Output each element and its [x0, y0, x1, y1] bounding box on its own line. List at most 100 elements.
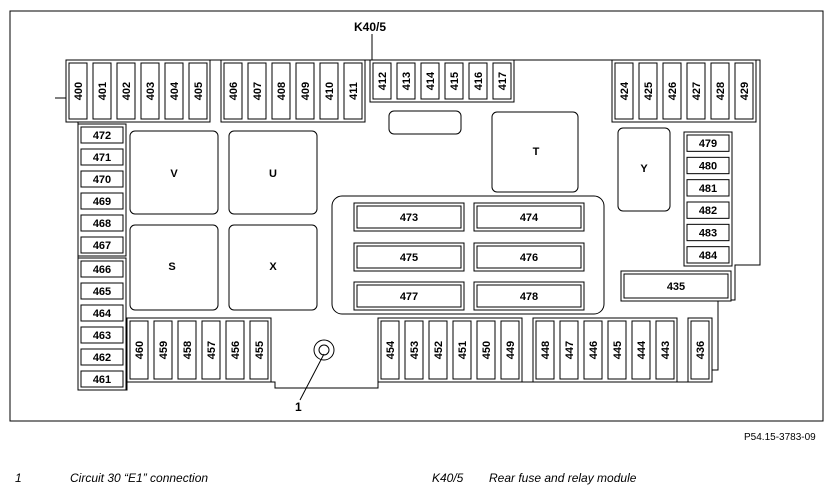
fuse-label-404: 404 [169, 81, 181, 100]
fuse-409 [295, 62, 315, 120]
fuse-482 [686, 201, 730, 219]
fuse-strip-fuses_top_mid [220, 59, 366, 123]
fuse-label-455: 455 [254, 341, 266, 359]
relay-label-477: 477 [400, 291, 418, 303]
fuse-strip-fuses_top_right [611, 59, 757, 123]
fuse-label-446: 446 [588, 341, 600, 359]
fuse-label-481: 481 [699, 183, 717, 195]
fuse-426 [662, 62, 682, 120]
fuse-469 [80, 192, 124, 210]
fuse-454 [380, 320, 400, 380]
fuse-446 [583, 320, 603, 380]
fuse-468 [80, 214, 124, 232]
figure-reference: P54.15-3783-09 [744, 432, 816, 443]
fuse-strip-fuses_top_k40 [369, 59, 515, 103]
diagram-frame [9, 10, 824, 422]
fuse-label-406: 406 [228, 82, 240, 100]
fuse-425 [638, 62, 658, 120]
fuse-464 [80, 304, 124, 322]
fuse-label-462: 462 [93, 352, 111, 364]
relay-t-label: T [533, 146, 540, 158]
fuse-404 [164, 62, 184, 120]
fuse-451 [452, 320, 472, 380]
fuse-436 [690, 320, 710, 380]
fuse-label-415: 415 [449, 72, 461, 90]
relay-label-478: 478 [520, 291, 538, 303]
fuse-label-416: 416 [473, 72, 485, 90]
relay-y [617, 127, 671, 212]
module-label: K40/5 [354, 20, 386, 34]
fuse-label-403: 403 [145, 82, 157, 100]
fuse-484 [686, 246, 730, 264]
fuse-strip-fuses_bottom_c [532, 317, 678, 383]
relay-x [228, 224, 318, 311]
fuse-label-411: 411 [348, 82, 360, 100]
fuse-447 [559, 320, 579, 380]
relay-label-476: 476 [520, 252, 538, 264]
fuse-466 [80, 260, 124, 278]
legend-key-2: K40/5 [432, 471, 464, 485]
relay-s [129, 224, 219, 311]
fuse-463 [80, 326, 124, 344]
fuse-414 [420, 62, 440, 100]
fuse-label-482: 482 [699, 205, 717, 217]
fuse-label-479: 479 [699, 138, 717, 150]
fuse-label-469: 469 [93, 196, 111, 208]
fuse-471 [80, 148, 124, 166]
fuse-405 [188, 62, 208, 120]
fuse-415 [444, 62, 464, 100]
fuse-483 [686, 223, 730, 242]
fuse-label-458: 458 [182, 341, 194, 359]
relay-inner-474 [476, 205, 582, 229]
fuse-462 [80, 348, 124, 366]
fuse-label-450: 450 [481, 341, 493, 359]
fuse-428 [710, 62, 730, 120]
fuse-label-401: 401 [97, 82, 109, 100]
fuse-label-429: 429 [739, 82, 751, 100]
fuse-label-413: 413 [401, 72, 413, 90]
fuse-label-447: 447 [564, 341, 576, 359]
fuse-label-444: 444 [636, 340, 648, 359]
fuse-408 [271, 62, 291, 120]
fuse-label-457: 457 [206, 341, 218, 359]
fuse-472 [80, 126, 124, 144]
fuse-412 [372, 62, 392, 100]
fuse-461 [80, 370, 124, 388]
fuse-445 [607, 320, 627, 380]
fuse-label-435: 435 [667, 281, 685, 293]
legend-text-2: Rear fuse and relay module [489, 471, 637, 485]
fuse-label-425: 425 [643, 82, 655, 100]
fuse-424 [614, 62, 634, 120]
fuse-417 [492, 62, 512, 100]
fuse-411 [343, 62, 363, 120]
relay-v [129, 130, 219, 215]
fuse-407 [247, 62, 267, 120]
fuse-label-452: 452 [433, 341, 445, 359]
fuse-453 [404, 320, 424, 380]
fuse-strip-fuses_bottom_a [126, 317, 272, 383]
fuse-label-467: 467 [93, 240, 111, 252]
relay-x-label: X [269, 261, 277, 273]
fuse-460 [129, 320, 149, 380]
fuse-label-472: 472 [93, 130, 111, 142]
callout-1-leader [299, 353, 325, 401]
fuse-strip-fuses_top_left [65, 59, 211, 123]
relay-inner-476 [476, 245, 582, 269]
fuse-label-461: 461 [93, 374, 111, 386]
relay-u [228, 130, 318, 215]
fuse-label-409: 409 [300, 82, 312, 100]
fuse-label-463: 463 [93, 330, 111, 342]
relay-label-473: 473 [400, 212, 418, 224]
fuse-label-436: 436 [695, 341, 707, 359]
fuse-403 [140, 62, 160, 120]
fuse-label-456: 456 [230, 341, 242, 359]
fuse-label-483: 483 [699, 228, 717, 240]
fuse-label-408: 408 [276, 82, 288, 100]
fuse-402 [116, 62, 136, 120]
fuse-label-466: 466 [93, 264, 111, 276]
fuse-label-459: 459 [158, 341, 170, 359]
fuse-458 [177, 320, 197, 380]
fuse-481 [686, 179, 730, 197]
fuse-467 [80, 236, 124, 254]
